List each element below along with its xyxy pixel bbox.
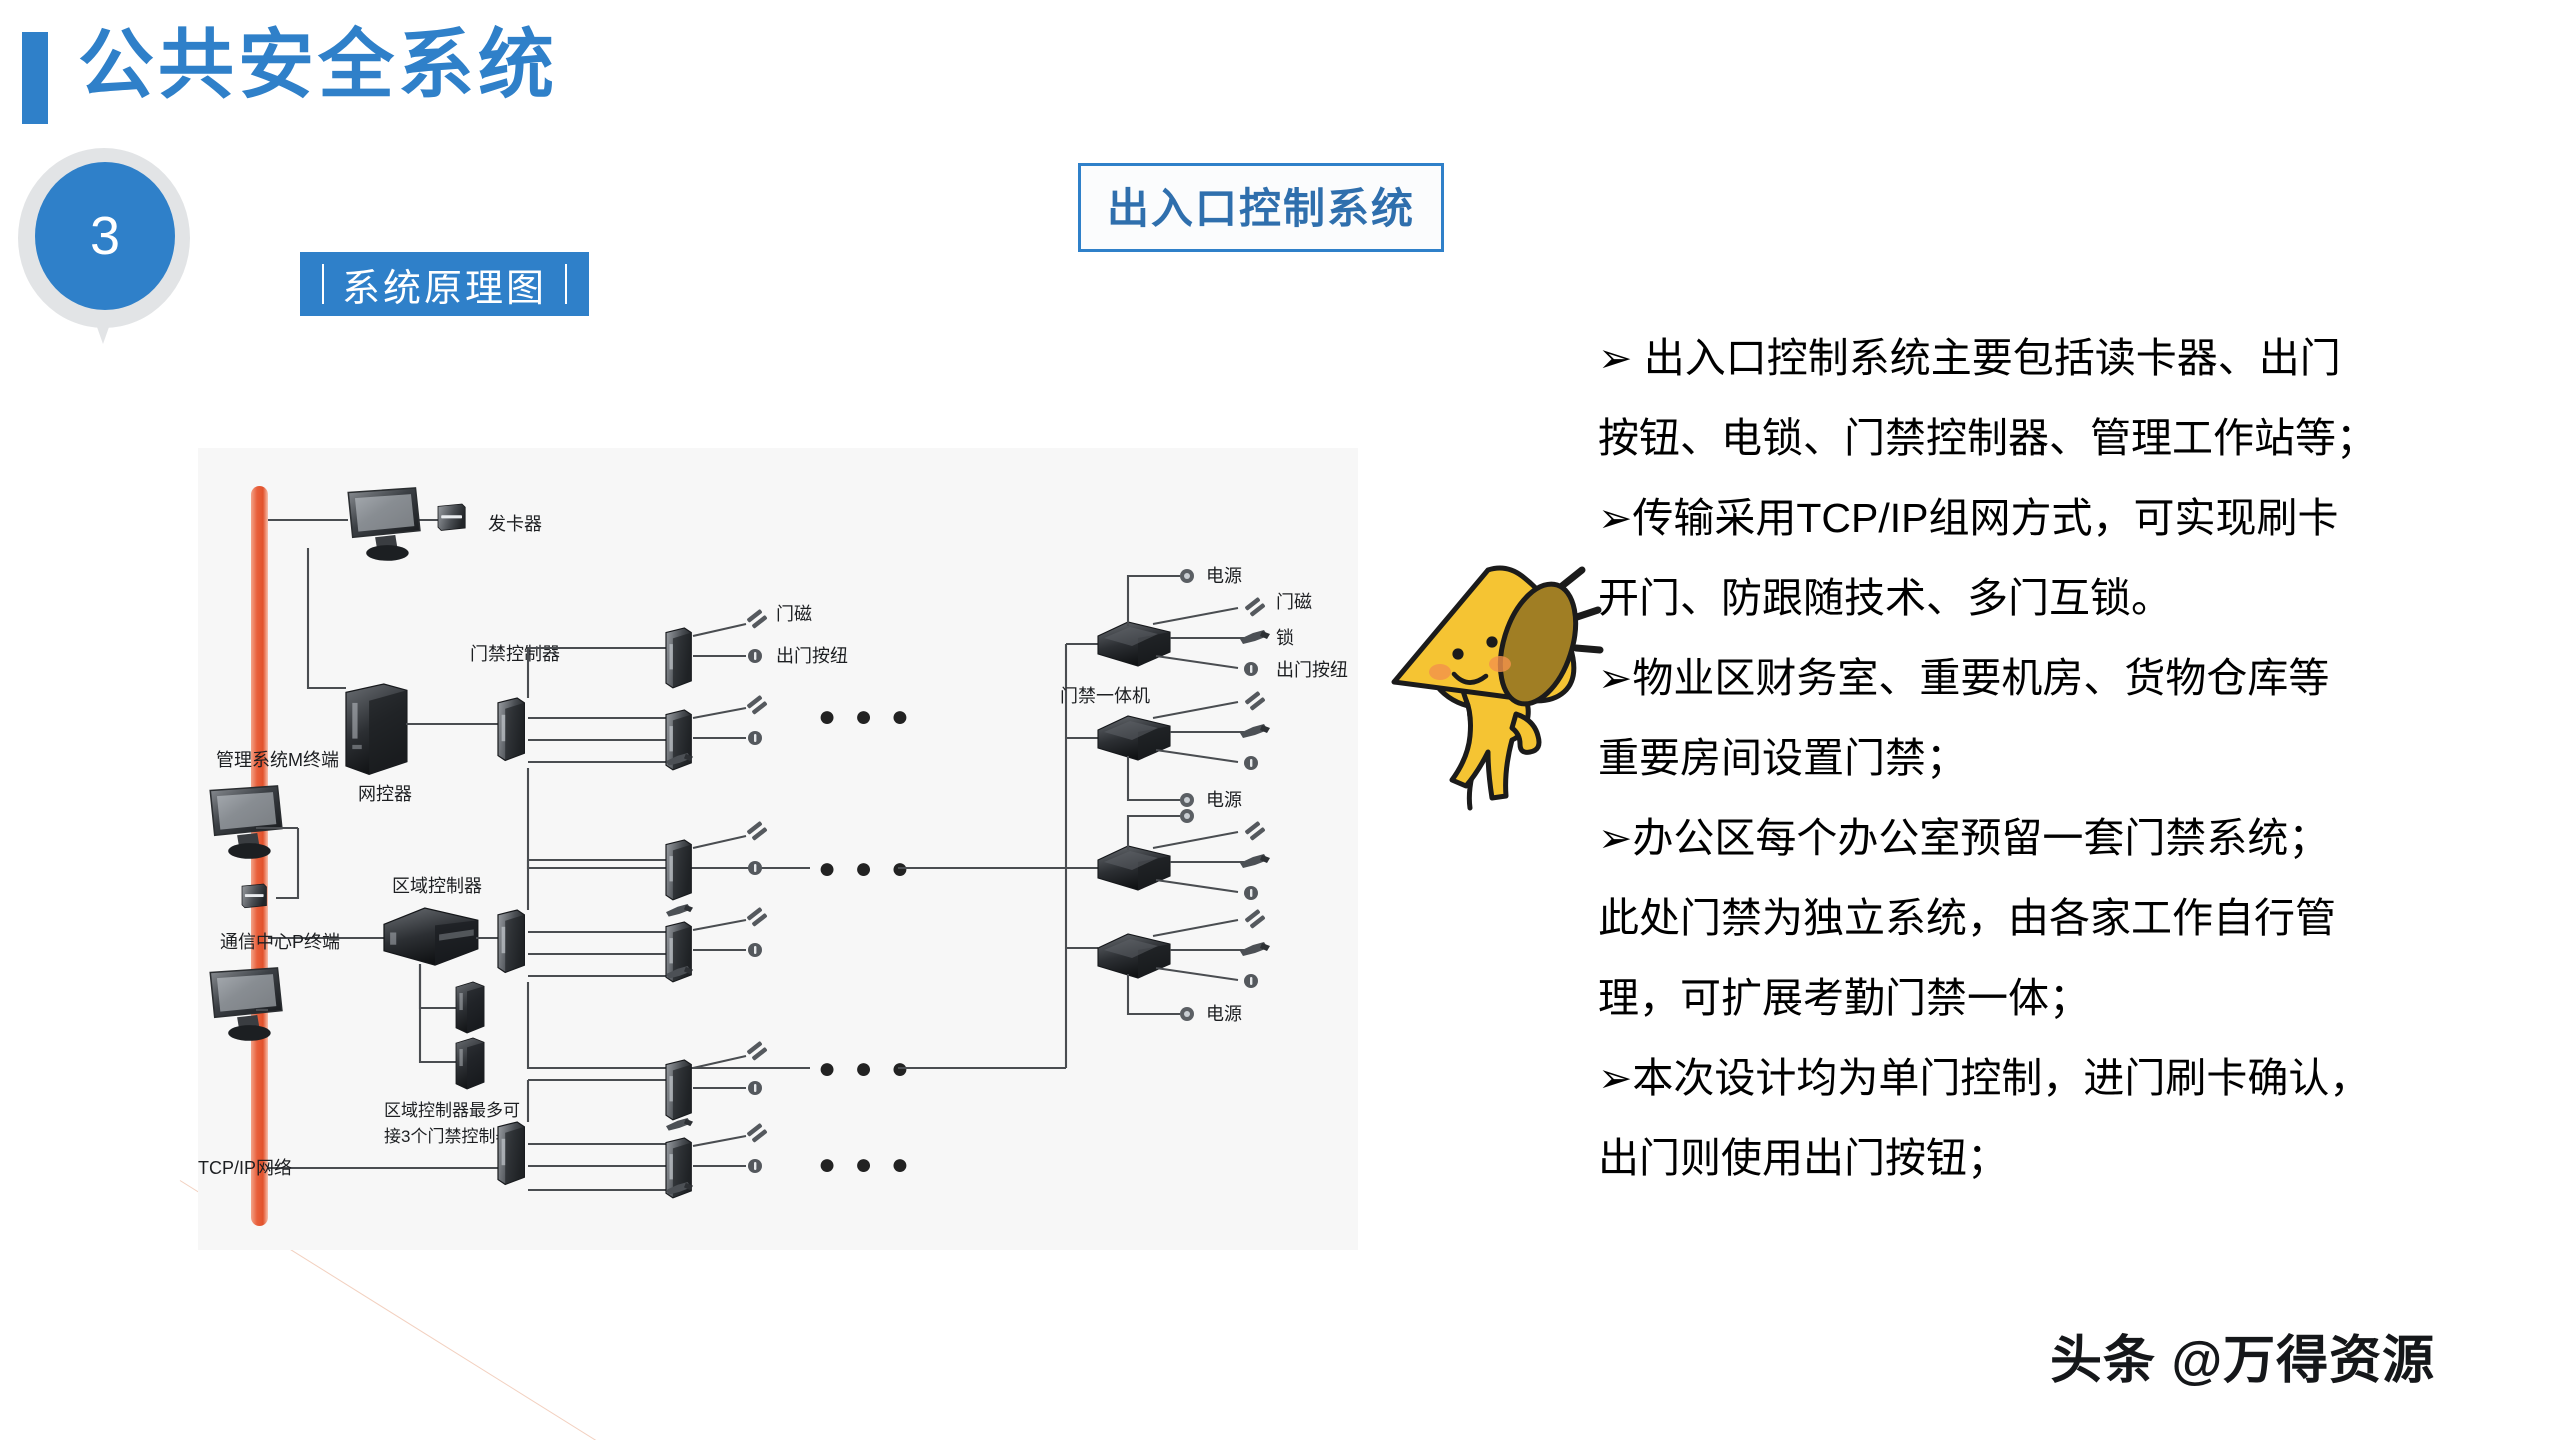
section-rule-right: [565, 264, 568, 304]
bullet-line: ➢ 出入口控制系统主要包括读卡器、出门: [1598, 335, 2341, 381]
section-label-text: 系统原理图: [342, 267, 548, 310]
svg-text:TCP/IP网络: TCP/IP网络: [198, 1158, 292, 1178]
bullet-line: 理，可扩展考勤门禁一体；: [1598, 975, 2090, 1021]
bullet-line: 重要房间设置门禁；: [1598, 735, 1967, 781]
svg-text:● ● ●: ● ● ●: [818, 852, 914, 885]
watermark: 头条 @万得资源: [2050, 1332, 2436, 1390]
framed-heading-text: 出入口控制系统: [1107, 185, 1416, 232]
system-principle-diagram: .wire { fill:none; stroke:#4a4d51; strok…: [198, 448, 1358, 1250]
svg-text:● ● ●: ● ● ●: [818, 1148, 914, 1181]
section-number-badge: 3: [18, 148, 232, 344]
svg-text:电源: 电源: [1206, 790, 1242, 810]
bullet-line: 出门则使用出门按钮；: [1598, 1135, 2008, 1181]
svg-text:● ● ●: ● ● ●: [818, 1052, 914, 1085]
svg-text:出门按纽: 出门按纽: [776, 646, 848, 666]
megaphone-mascot-icon: [1376, 556, 1604, 828]
framed-heading: 出入口控制系统: [1078, 163, 1445, 252]
section-rule-left: [322, 264, 324, 304]
bullet-text-block: ➢ 出入口控制系统主要包括读卡器、出门 按钮、电锁、门禁控制器、管理工作站等； …: [1598, 318, 2377, 1198]
svg-text:门禁一体机: 门禁一体机: [1060, 686, 1150, 706]
svg-text:锁: 锁: [1276, 628, 1294, 648]
svg-text:门磁: 门磁: [776, 604, 812, 624]
section-label: 系统原理图: [300, 252, 590, 316]
bullet-line: ➢传输采用TCP/IP组网方式，可实现刷卡: [1598, 495, 2339, 541]
svg-text:电源: 电源: [1206, 1004, 1242, 1024]
svg-text:● ● ●: ● ● ●: [818, 700, 914, 733]
bullet-line: 此处门禁为独立系统，由各家工作自行管: [1598, 895, 2336, 941]
svg-text:电源: 电源: [1206, 566, 1242, 586]
svg-text:通信中心P终端: 通信中心P终端: [220, 932, 340, 952]
bullet-line: ➢本次设计均为单门控制，进门刷卡确认，: [1598, 1055, 2371, 1101]
page-title: 公共安全系统: [78, 23, 558, 108]
svg-text:管理系统M终端: 管理系统M终端: [216, 750, 339, 770]
bullet-line: 开门、防跟随技术、多门互锁。: [1598, 575, 2172, 621]
bullet-line: 按钮、电锁、门禁控制器、管理工作站等；: [1598, 415, 2377, 461]
bullet-line: ➢物业区财务室、重要机房、货物仓库等: [1598, 655, 2330, 701]
badge-number-label: 3: [89, 206, 121, 266]
badge-circle: 3: [35, 162, 175, 310]
bullet-line: ➢办公区每个办公室预留一套门禁系统；: [1598, 815, 2330, 861]
svg-text:门磁: 门磁: [1276, 592, 1312, 612]
svg-text:接3个门禁控制器: 接3个门禁控制器: [384, 1127, 512, 1146]
svg-text:发卡器: 发卡器: [488, 514, 542, 534]
svg-text:出门按纽: 出门按纽: [1276, 660, 1348, 680]
svg-text:区域控制器最多可: 区域控制器最多可: [384, 1101, 520, 1120]
title-accent-bar: [22, 32, 48, 124]
svg-text:网控器: 网控器: [358, 784, 412, 804]
svg-text:区域控制器: 区域控制器: [392, 876, 482, 896]
